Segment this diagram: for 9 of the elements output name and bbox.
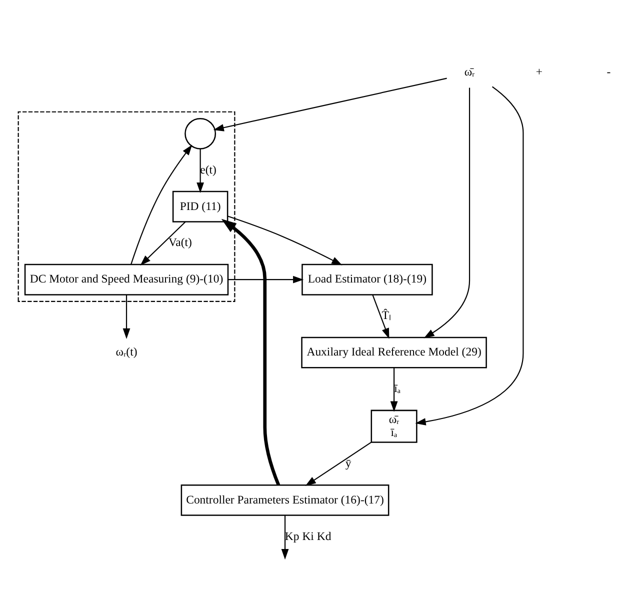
edge-label: T̂ₗ [382, 308, 392, 322]
node-text: ω̄ᵣ [464, 65, 475, 78]
edge-label: Kp Ki Kd [284, 529, 332, 542]
node-text: ωᵣ(t) [116, 345, 138, 358]
label: - [606, 65, 611, 78]
edge-label: ȳ [345, 456, 352, 470]
edge-label: Va(t) [168, 236, 192, 249]
label: + [536, 65, 542, 78]
edge-label: īₐ [394, 382, 401, 395]
